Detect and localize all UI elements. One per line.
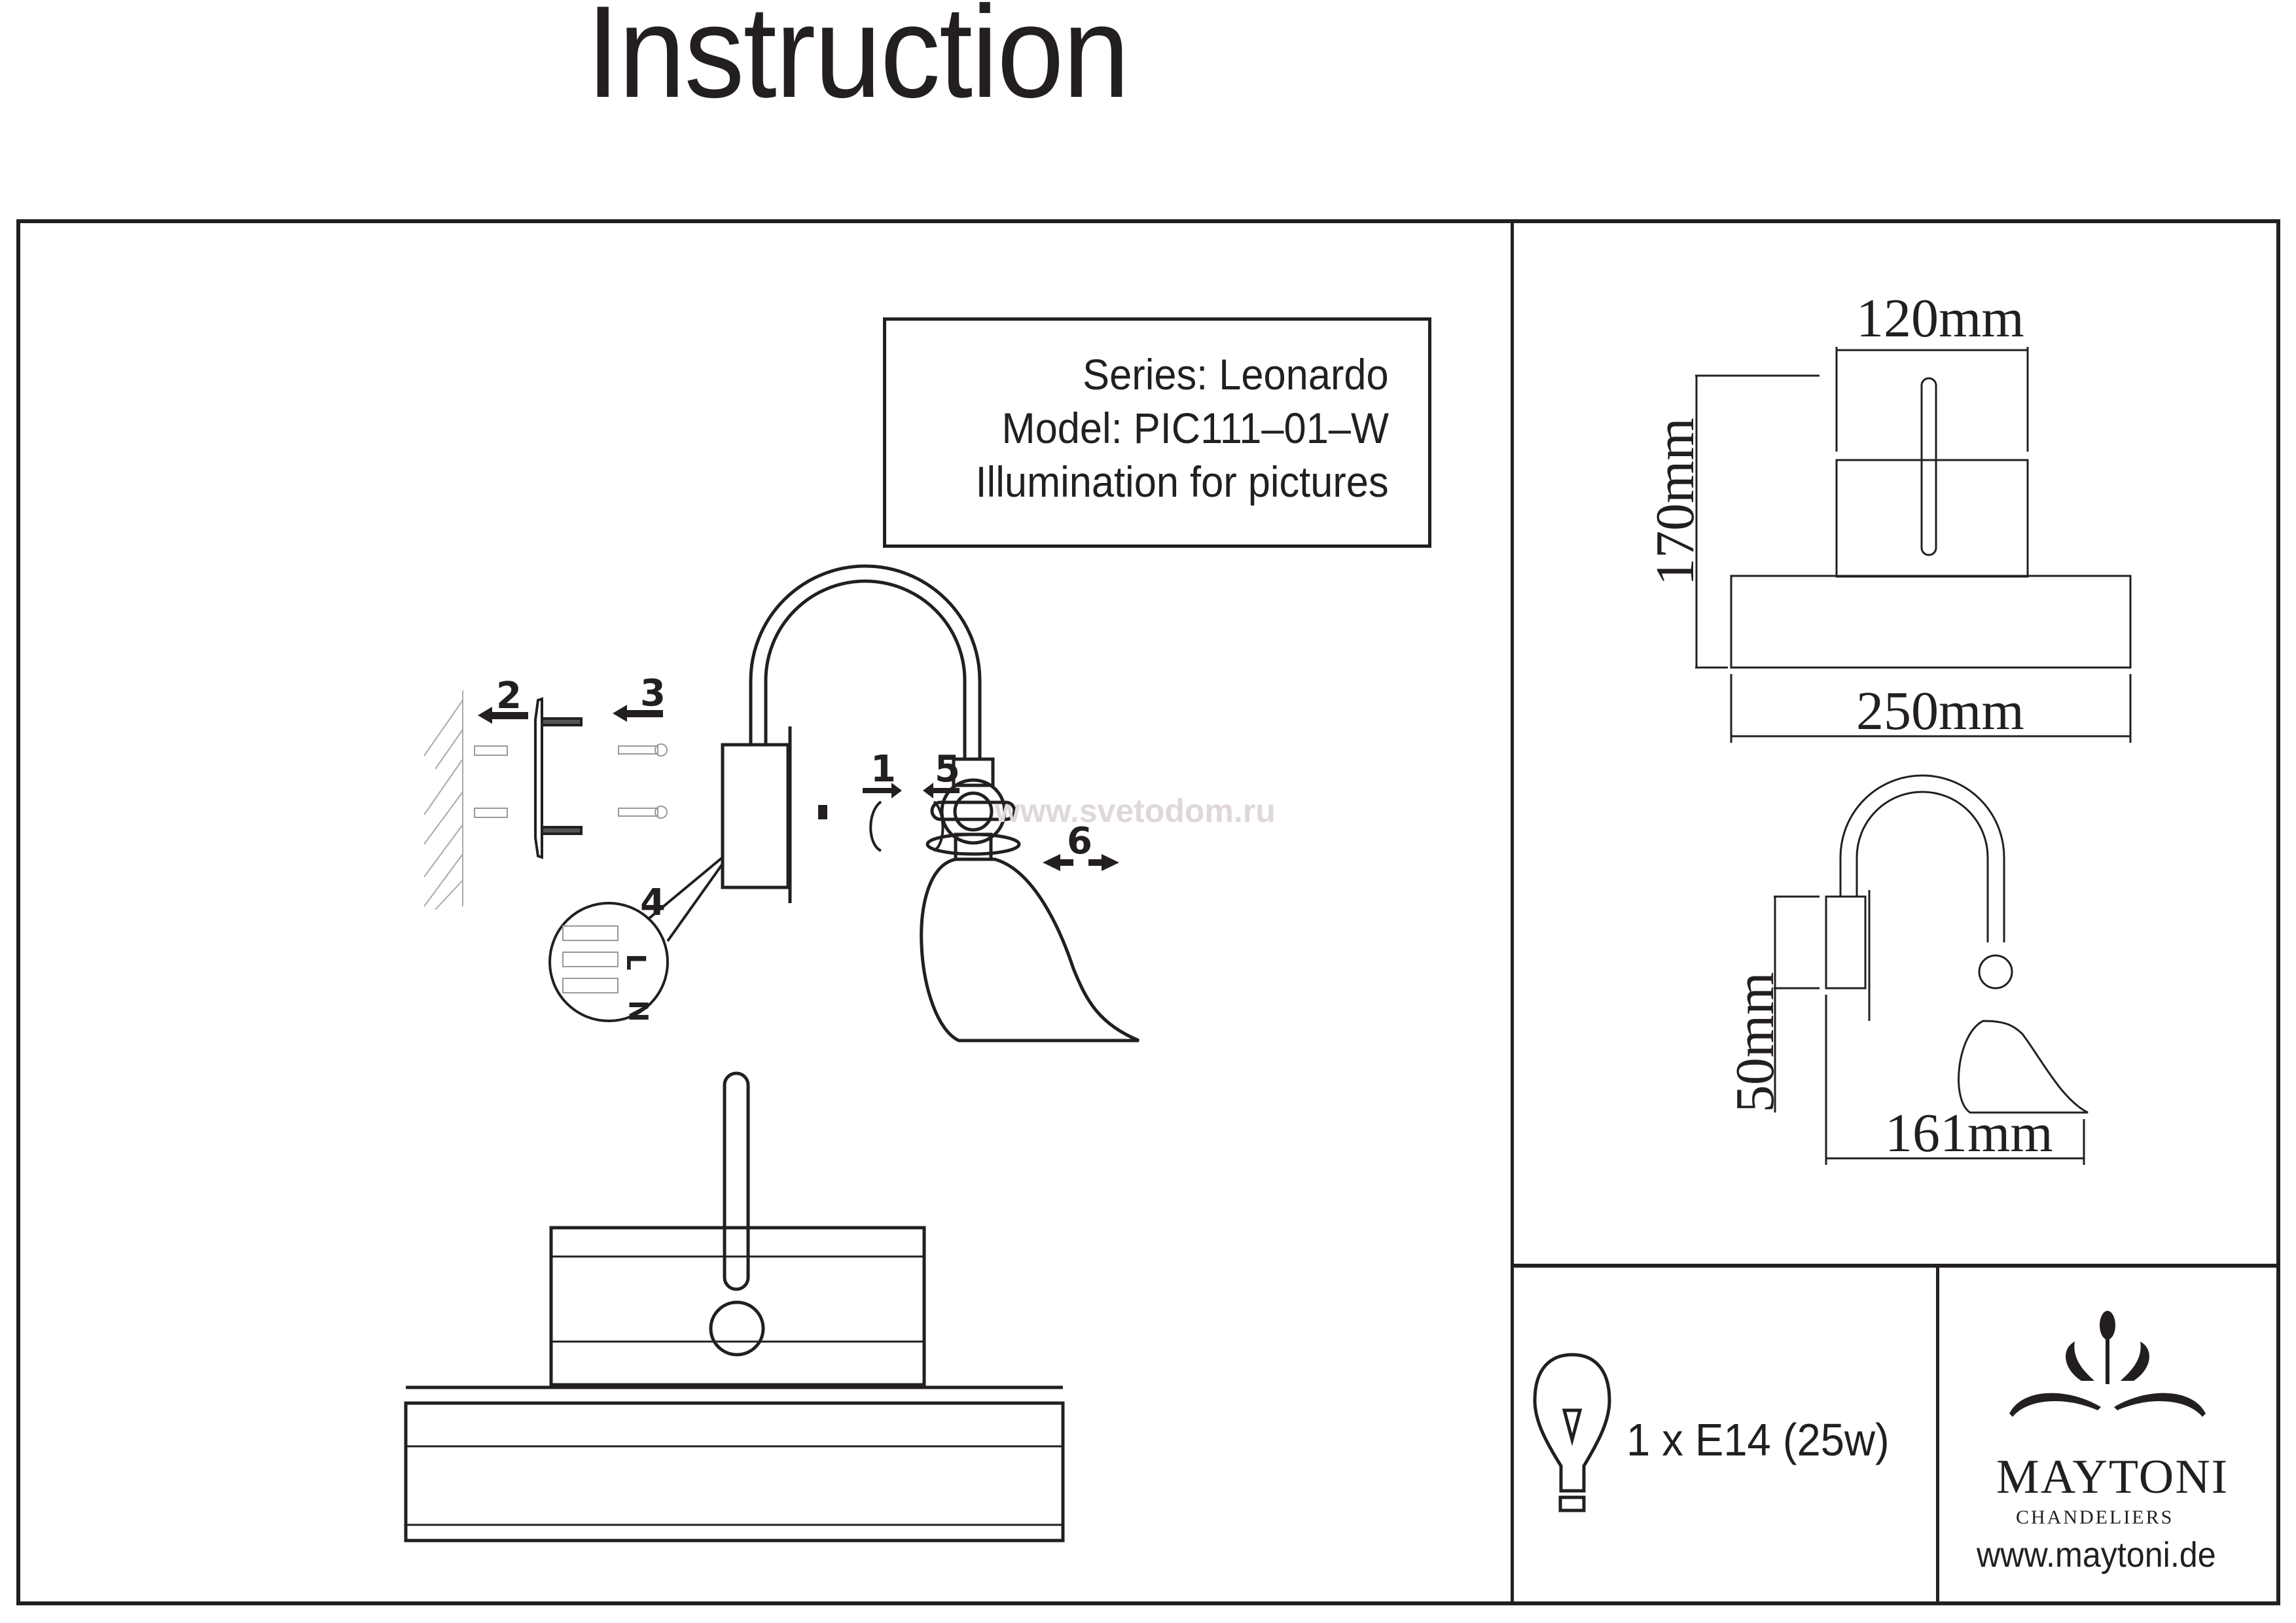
watermark: www.svetodom.ru — [995, 793, 1276, 829]
screw-icon — [618, 743, 668, 819]
dimension-drawing-front — [1695, 347, 2132, 743]
rotate-arrows-icon — [863, 783, 1119, 871]
light-bulb-icon — [1533, 1353, 1611, 1512]
series-label: Series: Leonardo — [1083, 350, 1389, 399]
instruction-frame — [16, 219, 2280, 1605]
wall-plug-icon — [474, 745, 508, 818]
description-label: Illumination for pictures — [975, 457, 1389, 506]
dim-depth: 161mm — [1885, 1103, 2053, 1164]
dim-height: 170mm — [1645, 418, 1706, 586]
dimension-drawing-side — [1774, 774, 2089, 1165]
maytoni-logo-icon — [2009, 1311, 2206, 1417]
step-1-label: 1 — [870, 748, 896, 791]
wire-neutral-label: N — [622, 1000, 653, 1022]
lamp-spec: 1 x E14 (25w) — [1626, 1414, 1890, 1465]
model-label: Model: PIC111–01–W — [1001, 404, 1389, 452]
cap-nut-icon — [818, 805, 827, 819]
page-title: Instruction — [586, 0, 1130, 125]
divider-vertical — [1511, 219, 1514, 1604]
brand-name: MAYTONI — [1996, 1450, 2229, 1504]
wiring-detail-icon — [548, 856, 724, 1022]
dim-top-width: 120mm — [1856, 288, 2024, 349]
front-view-drawing — [404, 1071, 1065, 1543]
dim-base-width: 250mm — [1856, 681, 2024, 741]
product-info-box: Series: Leonardo Model: PIC111–01–W Illu… — [883, 317, 1431, 548]
step-4-label: 4 — [640, 882, 666, 924]
divider-vertical-footer — [1936, 1264, 1939, 1604]
step-2-label: 2 — [496, 675, 522, 717]
mounting-plate-icon — [534, 697, 583, 859]
brand-url[interactable]: www.maytoni.de — [1977, 1535, 2216, 1575]
dim-mount-height: 50mm — [1725, 972, 1785, 1113]
rotation-ring-icon — [869, 800, 944, 852]
step-5-label: 5 — [935, 748, 960, 791]
wall-icon — [423, 690, 463, 910]
step-3-label: 3 — [640, 672, 666, 715]
divider-horizontal — [1511, 1264, 2279, 1268]
lamp-body-icon — [721, 564, 1139, 1043]
wire-live-label: L — [620, 954, 651, 971]
step-6-label: 6 — [1067, 820, 1092, 863]
brand-subtitle: CHANDELIERS — [2016, 1507, 2174, 1528]
arrow-left-icon — [478, 705, 663, 724]
